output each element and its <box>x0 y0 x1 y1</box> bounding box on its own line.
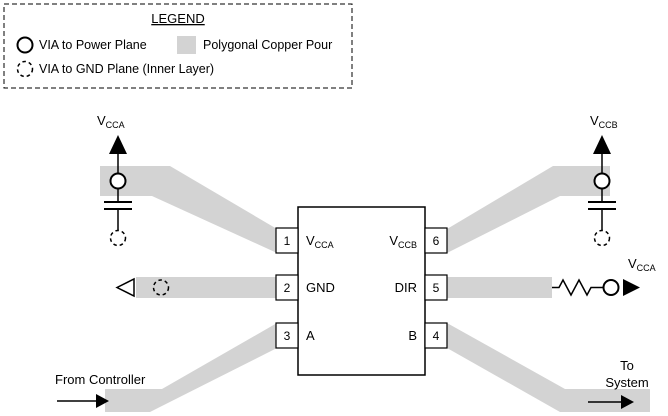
dir-resistor-icon <box>552 278 603 297</box>
copper-pour-a-input <box>105 323 277 412</box>
vcca-gnd-via-icon <box>109 229 127 247</box>
ic-body <box>297 206 426 376</box>
legend-gnd-via-icon <box>16 60 34 78</box>
ic-pin4-number: 4 <box>433 329 440 343</box>
vcca-power-via-icon <box>109 172 127 190</box>
ic-pin3-label: A <box>306 328 315 343</box>
vccb-power-via-icon <box>593 172 611 190</box>
ic-pin3-number: 3 <box>284 329 291 343</box>
from-controller-arrow-icon <box>96 394 109 408</box>
to-system-label-line2: System <box>605 375 648 390</box>
vccb-supply-arrow-icon <box>593 135 611 154</box>
ic-pin1-label: VCCA <box>306 233 334 250</box>
copper-pour-vccb <box>447 166 610 253</box>
to-system-arrow-icon <box>621 395 634 409</box>
ic-pin6-label: VCCB <box>389 233 417 250</box>
ic-pin6-number: 6 <box>433 234 440 248</box>
ic-pin6-box <box>424 227 448 254</box>
ic-pin5-box <box>424 274 448 301</box>
ic-pin1-box <box>275 227 299 254</box>
copper-pour-dir <box>447 277 552 298</box>
legend-power-via-label: VIA to Power Plane <box>39 38 147 52</box>
ic-pin5-number: 5 <box>433 281 440 295</box>
ic-pin3-box <box>275 322 299 349</box>
dir-arrow-icon <box>623 279 640 296</box>
copper-pour-gnd <box>136 277 277 298</box>
ic-pin1-number: 1 <box>284 234 291 248</box>
vcca-supply-arrow-icon <box>109 135 127 154</box>
ic-pin4-label: B <box>408 328 417 343</box>
dir-via-icon <box>602 279 620 296</box>
dir-pullup-label: VCCA <box>628 256 656 273</box>
vcca-supply-label: VCCA <box>97 113 125 130</box>
gnd-arrow-icon <box>115 277 135 298</box>
legend-pour-swatch <box>177 36 196 54</box>
copper-pour-b-output <box>447 323 650 412</box>
ic-pin2-box <box>275 274 299 301</box>
gnd-via-icon <box>152 279 170 296</box>
legend-gnd-via-label: VIA to GND Plane (Inner Layer) <box>39 62 214 76</box>
to-system-label-line1: To <box>620 358 634 373</box>
ic-pin5-label: DIR <box>395 280 417 295</box>
legend-title: LEGEND <box>151 11 204 26</box>
legend-pour-label: Polygonal Copper Pour <box>203 38 332 52</box>
from-controller-label: From Controller <box>55 372 146 387</box>
legend-power-via-icon <box>16 36 34 54</box>
copper-pour-vcca <box>100 166 277 253</box>
ic-pin4-box <box>424 322 448 349</box>
ic-pin2-label: GND <box>306 280 335 295</box>
ic-pin2-number: 2 <box>284 281 291 295</box>
vccb-supply-label: VCCB <box>590 113 618 130</box>
vccb-gnd-via-icon <box>593 229 611 247</box>
